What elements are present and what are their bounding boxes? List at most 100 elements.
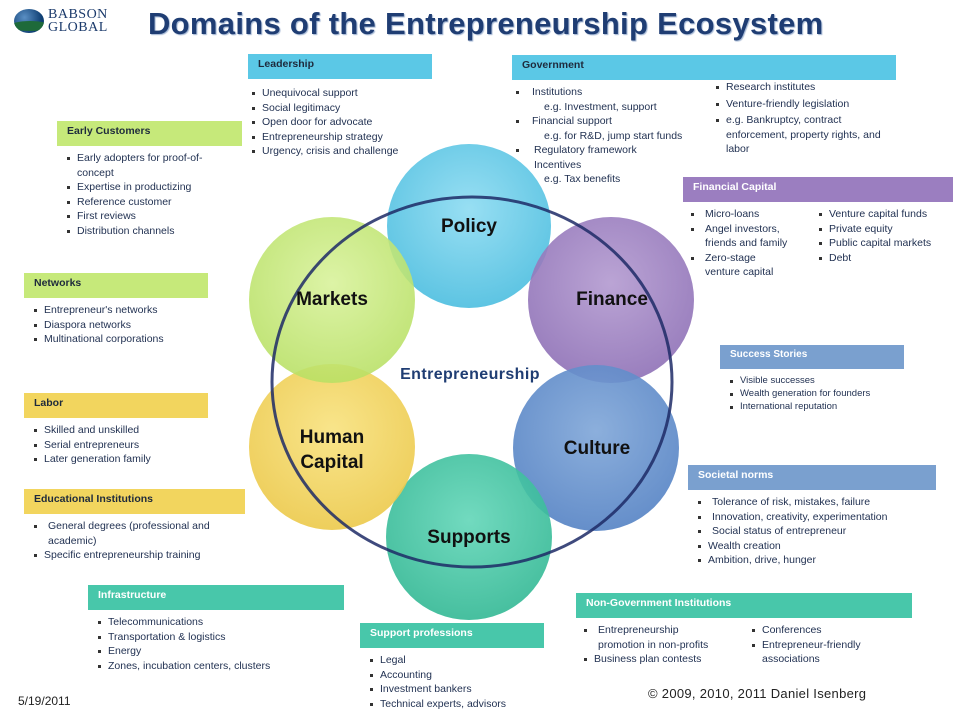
logo-line1: BABSON [48, 7, 108, 22]
ecosystem-ring [270, 195, 674, 569]
list-item: Business plan contests [580, 652, 748, 667]
list-item: Research institutes [712, 80, 887, 95]
non-government-box: Non-Government Institutions Entrepreneur… [576, 593, 912, 667]
list-item: Transportation & logistics [94, 630, 344, 645]
list-item: Entrepreneurship promotion in non-profit… [580, 623, 728, 652]
policy-circle [387, 144, 551, 308]
networks-header: Networks [24, 273, 208, 298]
logo-line2: GLOBAL [48, 20, 108, 35]
list-item: Entrepreneurship strategy [248, 130, 432, 145]
financial-capital-header: Financial Capital [683, 177, 953, 202]
list-item: Entrepreneur's networks [30, 303, 208, 318]
success-stories-header: Success Stories [720, 345, 904, 369]
list-item: Venture capital funds [815, 207, 950, 222]
financial-capital-box: Financial Capital Micro-loans Angel inve… [683, 177, 953, 280]
list-item-detail: e.g. Tax benefits [544, 173, 621, 185]
list-item: Serial entrepreneurs [30, 438, 208, 453]
infrastructure-header: Infrastructure [88, 585, 344, 610]
list-item: Multinational corporations [30, 332, 208, 347]
early-customers-header: Early Customers [57, 121, 242, 146]
list-item: General degrees (professional and academ… [30, 519, 228, 548]
list-item: Wealth creation [694, 539, 936, 554]
list-item: Distribution channels [63, 224, 242, 239]
list-item: Wealth generation for founders [726, 387, 904, 400]
labor-box: Labor Skilled and unskilled Serial entre… [24, 393, 208, 467]
list-item: International reputation [726, 400, 904, 413]
list-item: Skilled and unskilled [30, 423, 208, 438]
human-capital-label: Human Capital [299, 427, 365, 473]
policy-label: Policy [441, 216, 497, 237]
human-capital-circle [249, 364, 415, 530]
list-item: Expertise in productizing [63, 180, 242, 195]
list-item: Diaspora networks [30, 318, 208, 333]
list-item: Reference customer [63, 195, 242, 210]
markets-label: Markets [296, 289, 368, 310]
networks-box: Networks Entrepreneur's networks Diaspor… [24, 273, 208, 347]
list-item: Social legitimacy [248, 101, 432, 116]
list-item: Zones, incubation centers, clusters [94, 659, 344, 674]
center-label: Entrepreneurship [400, 366, 540, 383]
government-header: Government [512, 55, 896, 80]
list-item: Telecommunications [94, 615, 344, 630]
list-item: Private equity [815, 222, 950, 237]
list-item: Ambition, drive, hunger [694, 553, 936, 568]
list-item: Debt [815, 251, 950, 266]
list-item: Open door for advocate [248, 115, 432, 130]
list-item: Micro-loans [687, 207, 815, 222]
educational-institutions-box: Educational Institutions General degrees… [24, 489, 245, 563]
list-item-detail: Incentives [534, 158, 582, 171]
finance-label: Finance [576, 289, 648, 310]
footer-date: 5/19/2011 [18, 694, 71, 708]
markets-circle [249, 217, 415, 383]
copyright: © 2009, 2010, 2011 Daniel Isenberg [648, 686, 867, 701]
list-item: Energy [94, 644, 344, 659]
societal-norms-box: Societal norms Tolerance of risk, mistak… [688, 465, 936, 568]
list-item: Financial support [512, 114, 712, 129]
success-stories-box: Success Stories Visible successes Wealth… [720, 345, 904, 413]
list-item: Institutions [512, 85, 712, 100]
educational-institutions-header: Educational Institutions [24, 489, 245, 514]
list-item: Tolerance of risk, mistakes, failure [694, 495, 936, 510]
support-professions-box: Support professions Legal Accounting Inv… [360, 623, 544, 711]
infrastructure-box: Infrastructure Telecommunications Transp… [88, 585, 344, 673]
list-item: Conferences [748, 623, 908, 638]
list-item: Technical experts, advisors [366, 697, 544, 712]
page-title: Domains of the Entrepreneurship Ecosyste… [148, 6, 824, 41]
list-item: Venture-friendly legislation [712, 97, 887, 112]
supports-label: Supports [427, 527, 511, 548]
list-item: Investment bankers [366, 682, 544, 697]
early-customers-box: Early Customers Early adopters for proof… [57, 121, 242, 238]
non-government-header: Non-Government Institutions [576, 593, 912, 618]
leadership-box: Leadership Unequivocal support Social le… [248, 54, 432, 159]
list-item: e.g. Bankruptcy, contract enforcement, p… [712, 113, 887, 157]
societal-norms-header: Societal norms [688, 465, 936, 490]
list-item: Early adopters for proof-of-concept [63, 151, 227, 180]
finance-circle [528, 217, 694, 383]
list-item-detail: e.g. for R&D, jump start funds [544, 129, 683, 142]
list-item-detail: e.g. Investment, support [544, 100, 657, 113]
list-item: Legal [366, 653, 544, 668]
leadership-header: Leadership [248, 54, 432, 79]
globe-icon [14, 9, 44, 33]
list-item: Later generation family [30, 452, 208, 467]
list-item: Specific entrepreneurship training [30, 548, 245, 563]
government-box: Government Institutions e.g. Investment,… [512, 55, 896, 187]
list-item: Social status of entrepreneur [694, 524, 936, 539]
list-item: Regulatory framework [512, 143, 712, 158]
list-item: Unequivocal support [248, 86, 432, 101]
labor-header: Labor [24, 393, 208, 418]
culture-label: Culture [563, 438, 631, 459]
list-item: First reviews [63, 209, 242, 224]
list-item: Accounting [366, 668, 544, 683]
list-item: Public capital markets [815, 236, 950, 251]
supports-circle [386, 454, 552, 620]
list-item: Urgency, crisis and challenge [248, 144, 432, 159]
culture-circle [513, 365, 679, 531]
support-professions-header: Support professions [360, 623, 544, 648]
list-item: Entrepreneur-friendly associations [748, 638, 882, 667]
list-item: Visible successes [726, 374, 904, 387]
babson-global-logo: BABSON GLOBAL [14, 7, 108, 35]
list-item: Innovation, creativity, experimentation [694, 510, 936, 525]
list-item: Zero-stage venture capital [687, 251, 785, 280]
